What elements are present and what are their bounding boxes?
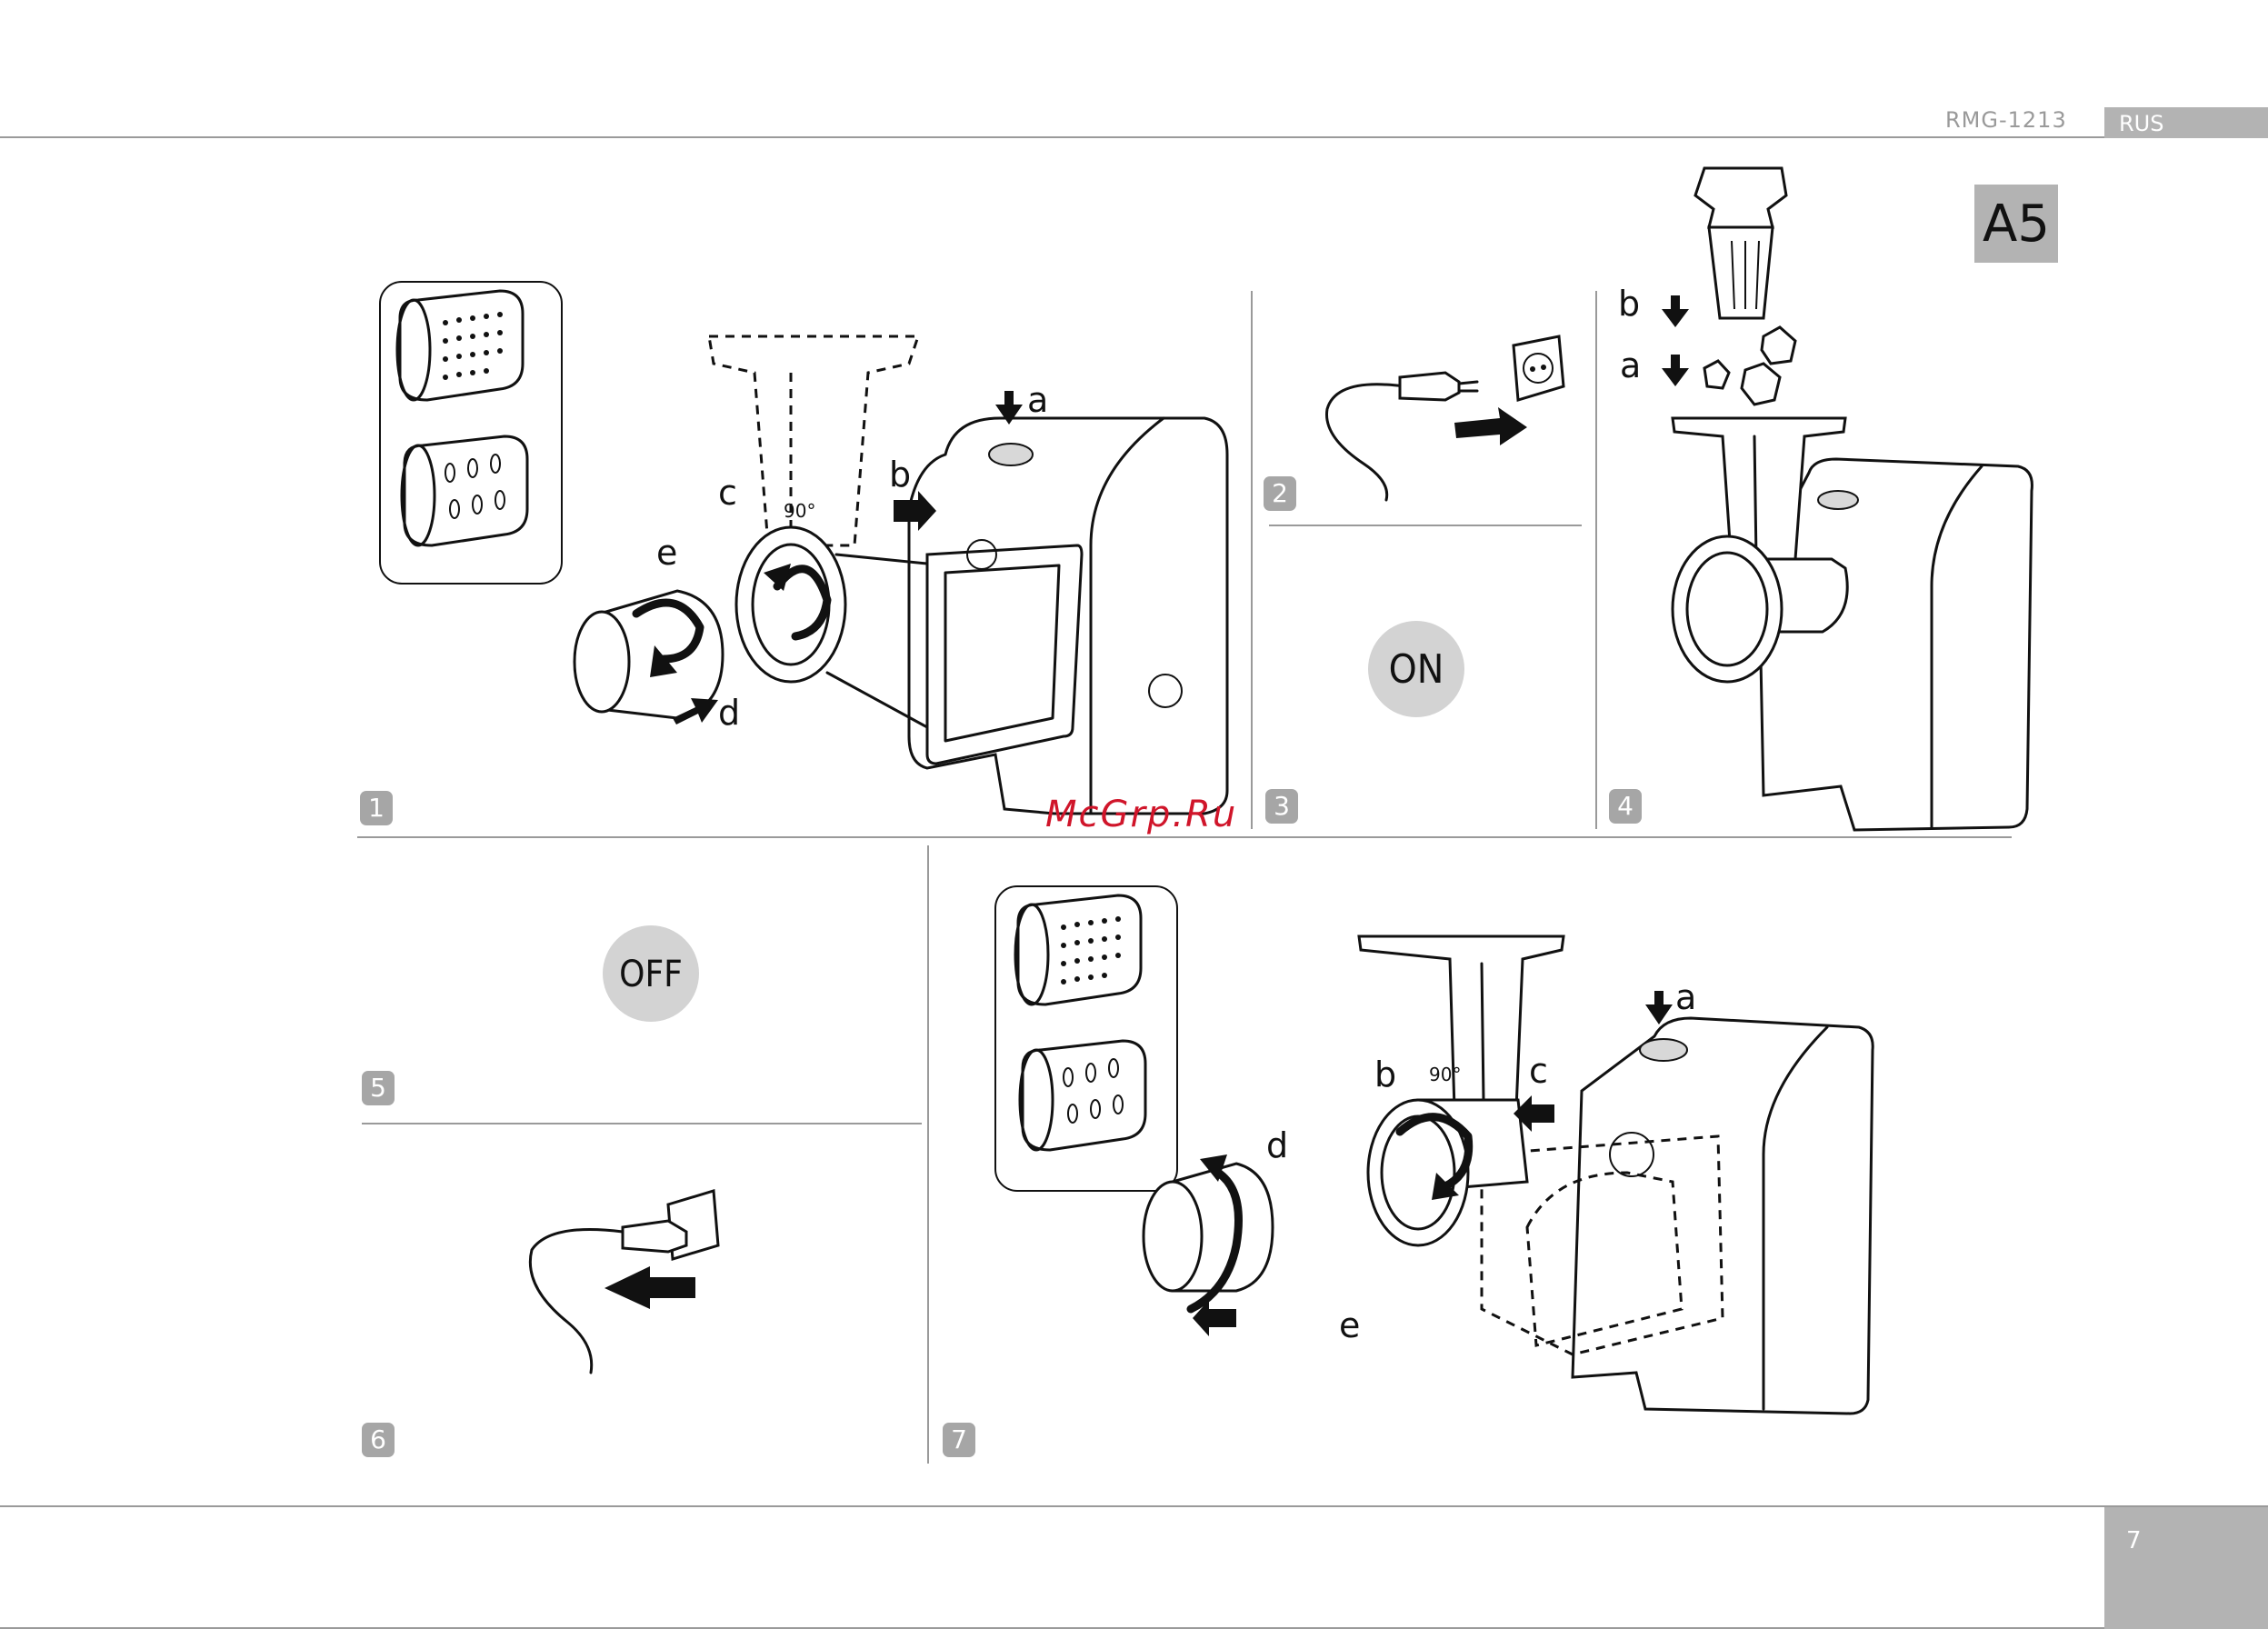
step-number-3: 3 (1265, 789, 1298, 824)
divider-1-2 (1251, 291, 1253, 829)
lock-button (989, 444, 1033, 465)
step7-angle: 90° (1429, 1064, 1461, 1085)
step-number-2: 2 (1264, 476, 1296, 511)
divider-top-row (357, 836, 2012, 838)
step4-illustration (1618, 159, 2045, 832)
divider-2-4 (1595, 291, 1597, 829)
step1-label-a: a (1027, 380, 1048, 420)
arrow-a-down (1662, 355, 1689, 386)
step7-label-d: d (1266, 1125, 1288, 1165)
step4-label-b: b (1618, 284, 1640, 324)
divider-5-6 (362, 1123, 922, 1124)
divider-2-3 (1269, 525, 1582, 526)
step2-illustration (1309, 336, 1582, 509)
step7-label-b: b (1374, 1054, 1396, 1094)
step1-label-d: d (718, 693, 740, 733)
footer-rule (0, 1505, 2268, 1507)
step1-angle: 90° (784, 500, 815, 522)
language-tab: RUS (2104, 107, 2268, 138)
step-number-7: 7 (943, 1423, 975, 1457)
step-number-6: 6 (362, 1423, 395, 1457)
watermark: McGrp.Ru (1045, 794, 1237, 835)
step6-illustration (523, 1186, 732, 1377)
step1-illustration (364, 273, 1236, 836)
food-pieces-icon (1704, 327, 1795, 405)
wall-socket-icon (1514, 336, 1564, 400)
remove-arrow (604, 1266, 695, 1309)
power-plug-icon (1400, 373, 1459, 400)
power-cord (1327, 385, 1405, 500)
page-number: 7 (2104, 1507, 2268, 1629)
grater-drum-coarse-icon (402, 436, 527, 545)
power-cord (530, 1230, 623, 1374)
grater-drum-fine-icon (1015, 895, 1141, 1004)
header-rule (0, 136, 2268, 138)
divider-bottom (927, 845, 929, 1464)
step7-illustration (991, 882, 1882, 1427)
step7-label-e: e (1339, 1305, 1360, 1345)
step1-label-c: c (718, 473, 737, 513)
arrow-a (1645, 991, 1673, 1024)
model-number: RMG-1213 (1945, 107, 2067, 133)
step1-label-b: b (889, 455, 911, 495)
step-number-1: 1 (360, 791, 393, 825)
insert-arrow (1454, 407, 1527, 445)
on-button: ON (1368, 621, 1464, 717)
step7-label-a: a (1675, 977, 1696, 1017)
grater-drum-coarse-icon (1020, 1041, 1145, 1150)
step1-label-e: e (656, 533, 677, 573)
power-plug-icon (623, 1221, 686, 1252)
step4-label-a: a (1620, 345, 1641, 385)
step-number-5: 5 (362, 1071, 395, 1105)
off-button: OFF (603, 925, 699, 1022)
arrow-b-down (1662, 295, 1689, 327)
pusher-icon (1695, 168, 1786, 318)
step-number-4: 4 (1609, 789, 1642, 824)
grater-drum-fine-icon (397, 291, 523, 400)
step7-label-c: c (1529, 1051, 1548, 1091)
